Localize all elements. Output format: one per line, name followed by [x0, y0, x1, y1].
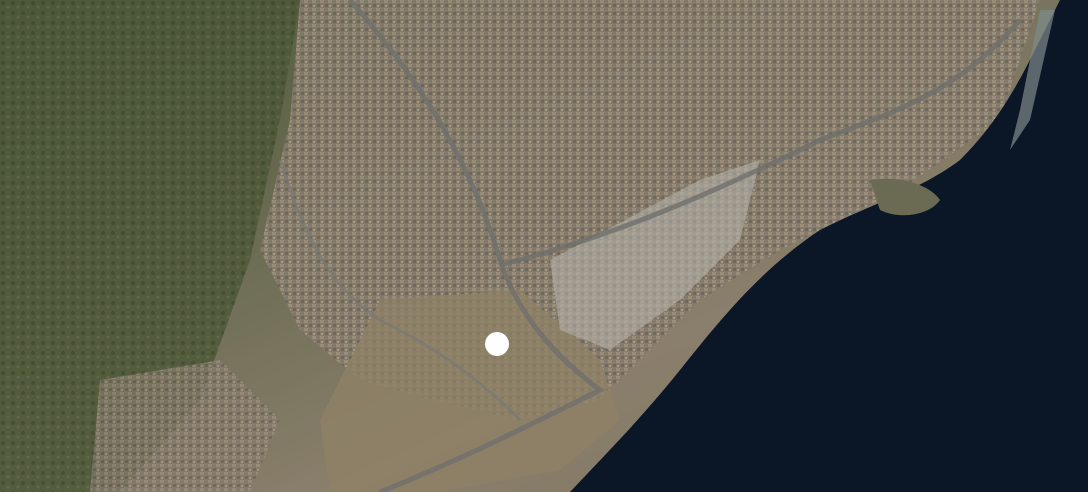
ocean	[570, 0, 1088, 492]
urban-area-southwest	[90, 360, 280, 492]
highway	[278, 159, 522, 422]
vegetation-area	[0, 0, 300, 492]
industrial-area	[550, 160, 760, 350]
harbor-breakwater	[1010, 10, 1055, 150]
highway	[499, 18, 1022, 268]
highway	[348, 0, 605, 492]
location-marker	[485, 332, 509, 356]
peninsula	[870, 178, 940, 216]
